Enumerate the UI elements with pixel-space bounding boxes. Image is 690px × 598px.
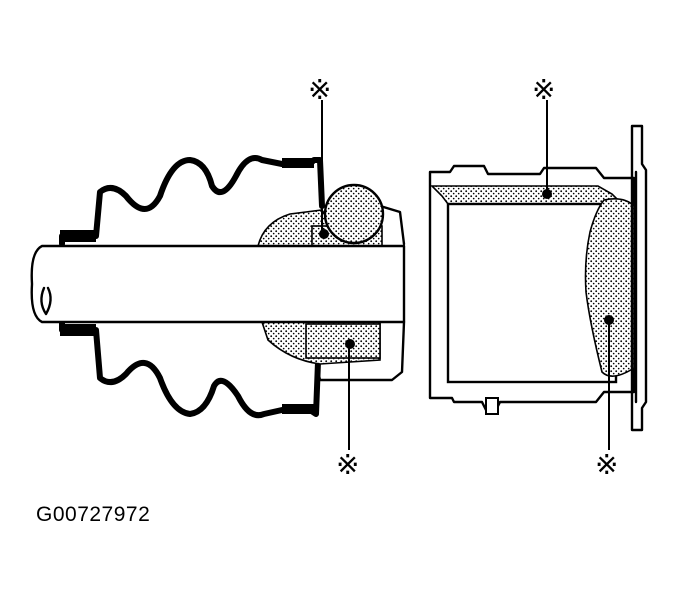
callout-housing-top: ※ [532,73,555,199]
figure-id-label: G00727972 [36,503,151,526]
shaft-boot-assembly [30,155,406,419]
callout-dot [345,339,355,349]
housing-grease-right [584,198,635,377]
callout-dot [319,229,329,239]
callout-mark: ※ [532,73,555,106]
boot-clamp-inner-lower [60,324,96,336]
callout-shaft-bottom: ※ [336,339,359,481]
boot-lower [59,317,321,419]
callout-dot [604,315,614,325]
joint-ball [323,183,385,245]
callout-mark: ※ [336,448,359,481]
boot-clamp-inner-upper [60,230,96,242]
housing-grease-top [430,185,624,205]
callout-mark: ※ [595,448,618,481]
housing-flange [630,124,648,432]
inner-race-lower [305,323,381,359]
callout-mark: ※ [308,73,331,106]
boot-clamp-outer-upper [282,158,314,168]
callout-shaft-top: ※ [308,73,331,239]
shaft-end-detail [40,286,52,316]
housing-body [428,164,636,412]
callout-housing-right: ※ [595,315,618,481]
housing-boss [485,397,499,415]
boot-upper [59,155,325,247]
outer-joint-housing [428,124,648,432]
boot-clamp-outer-lower [282,404,314,414]
drive-shaft [30,244,406,324]
callout-dot [542,189,552,199]
